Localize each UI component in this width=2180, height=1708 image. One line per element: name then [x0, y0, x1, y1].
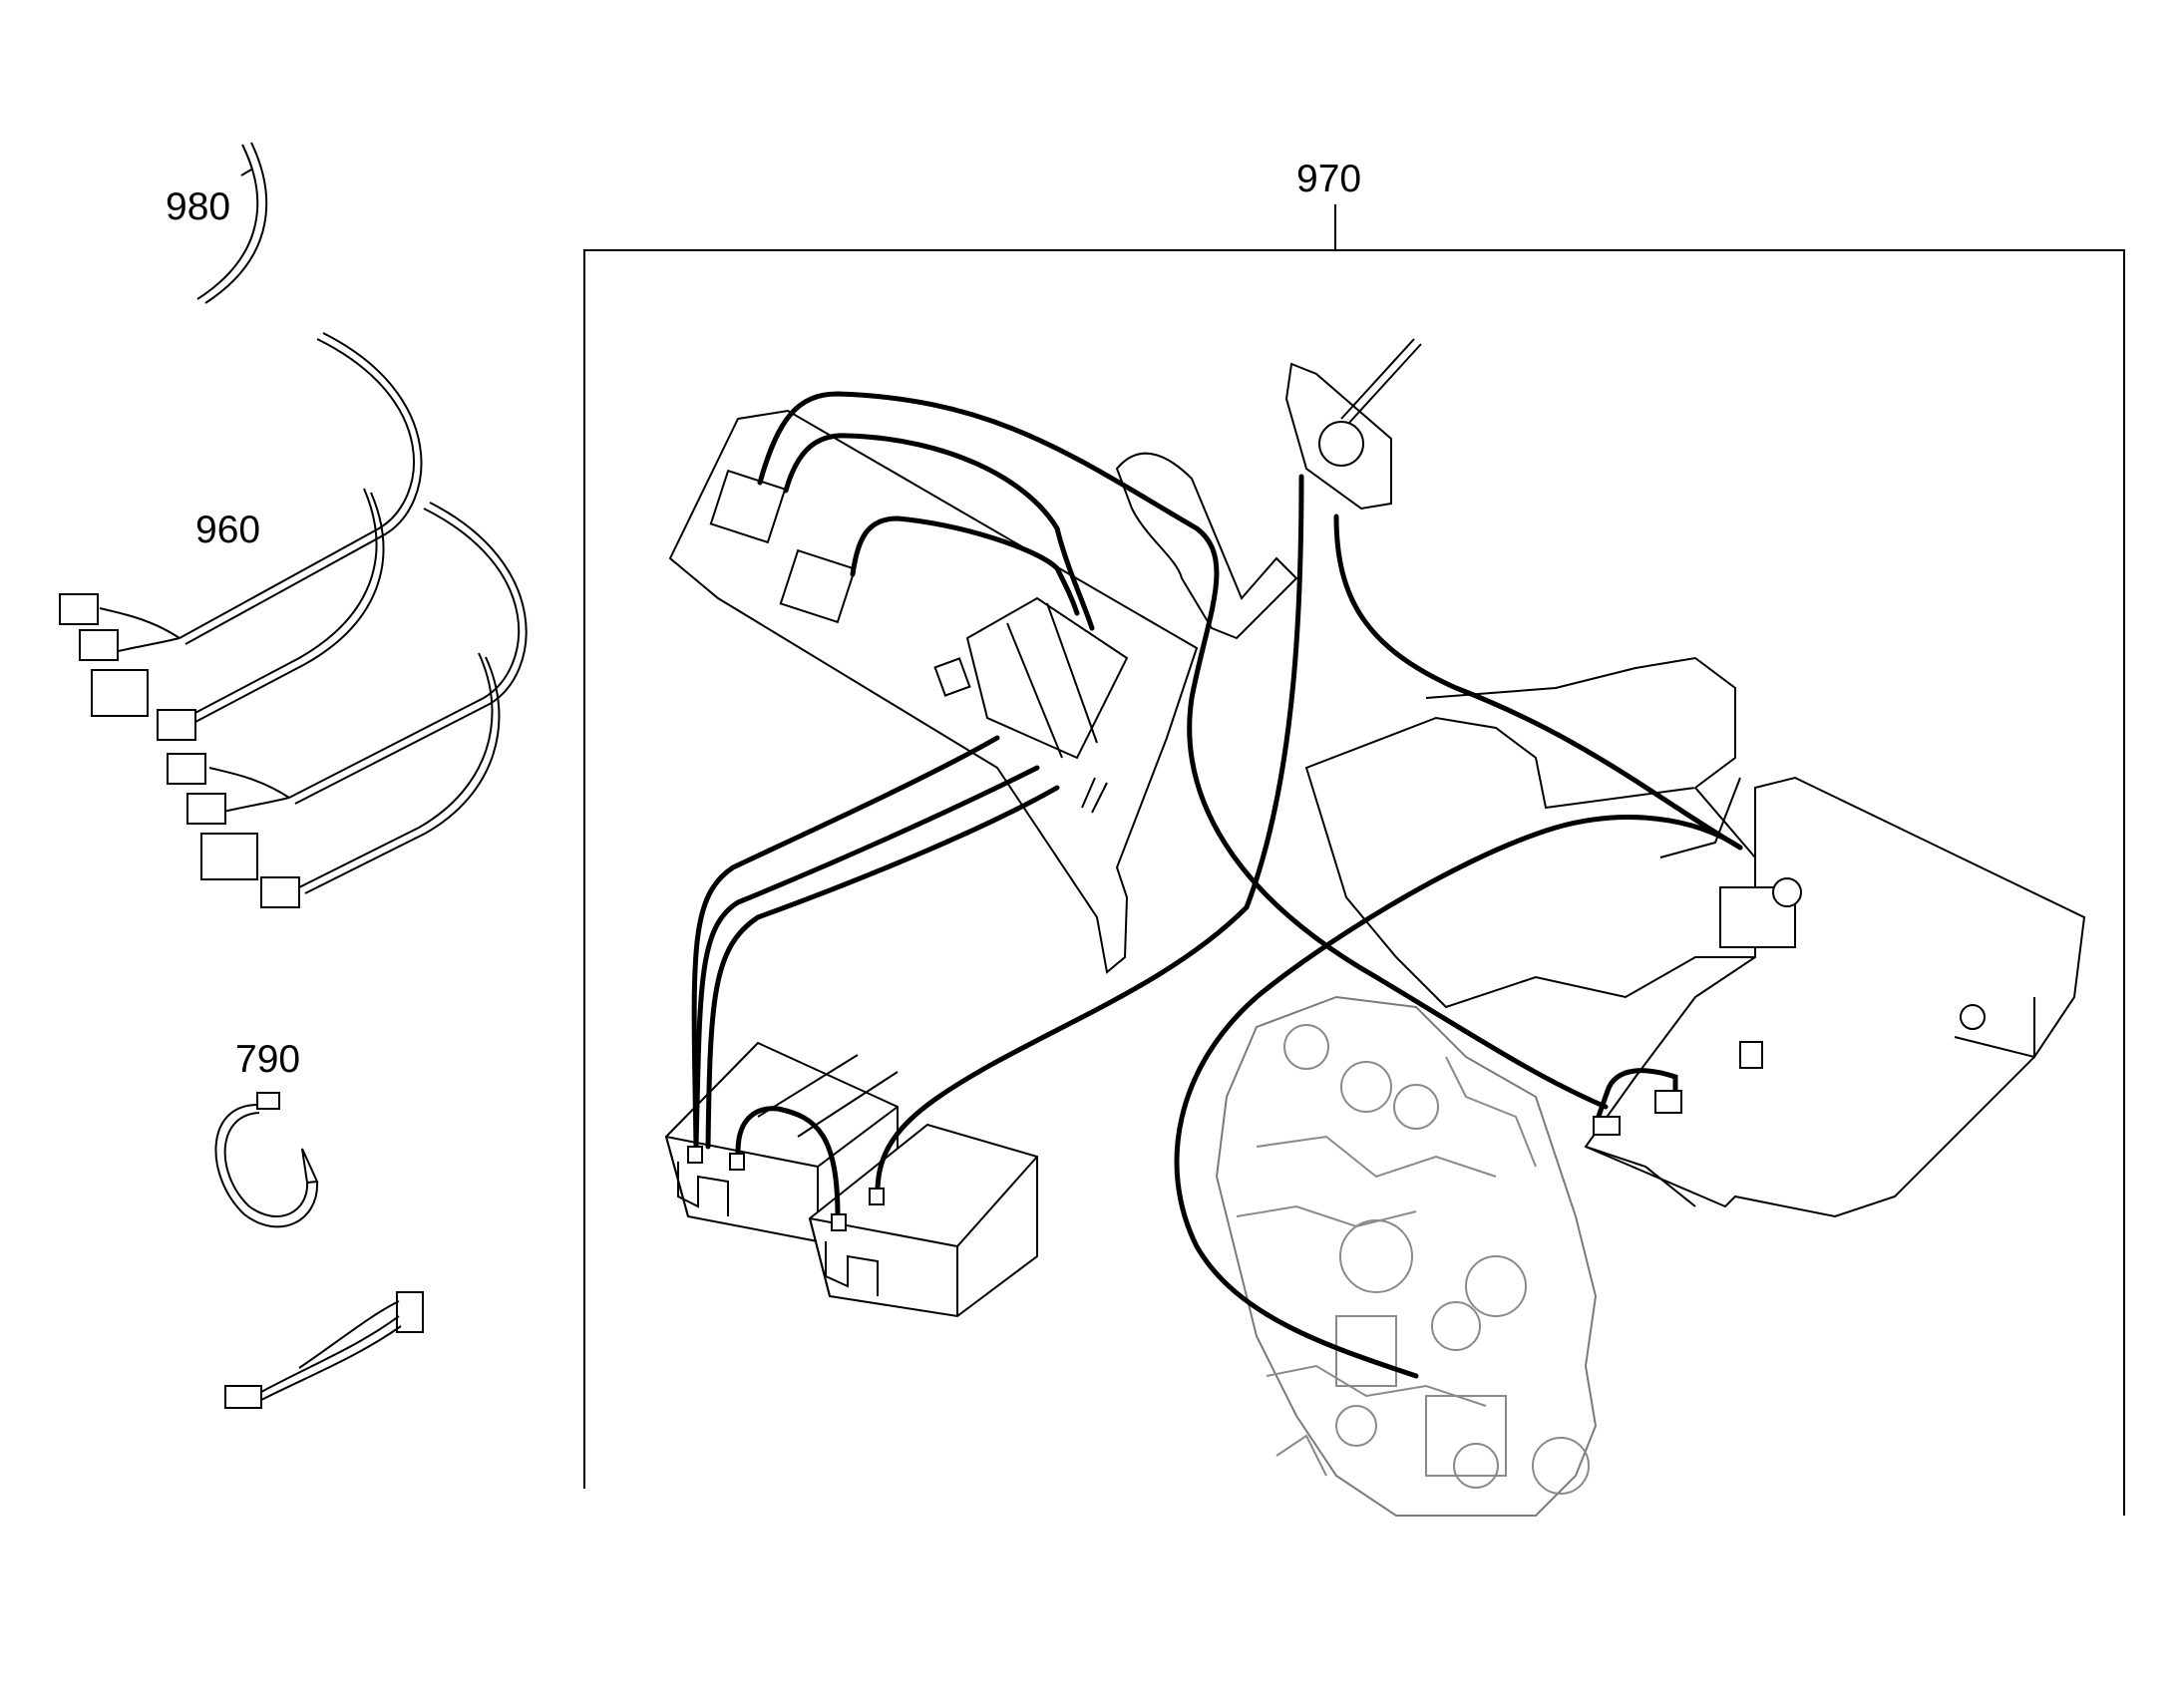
battery-right: [808, 1123, 1038, 1318]
cable-980: [196, 142, 268, 304]
callout-970: 970: [1296, 158, 1362, 200]
electrical-panel: [668, 409, 1199, 974]
adapter-harness: [224, 1291, 424, 1409]
ignition-switch: [1284, 338, 1422, 511]
connector-icon: [59, 593, 300, 908]
mounting-bracket: [1115, 452, 1298, 640]
main-harness: [691, 391, 1743, 1379]
callout-960: 960: [195, 509, 261, 551]
harness-connectors: [687, 1041, 1763, 1231]
callout-980: 980: [166, 185, 231, 228]
callout-790: 790: [235, 1038, 301, 1081]
harness-960: [59, 332, 528, 908]
engine: [1215, 995, 1598, 1517]
cable-tie-790: [214, 1092, 319, 1228]
chassis-frame: [1304, 656, 2086, 1218]
